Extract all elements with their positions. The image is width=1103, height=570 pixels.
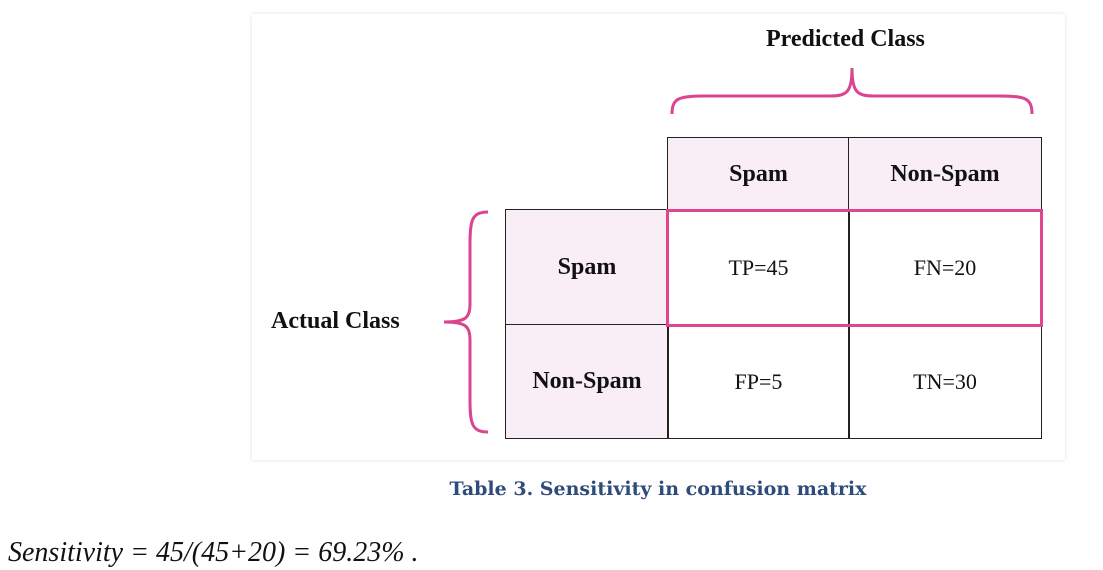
sensitivity-formula: Sensitivity = 45/(45+20) = 69.23% . (8, 537, 419, 568)
actual-class-label: Actual Class (271, 308, 400, 334)
predicted-class-label: Predicted Class (766, 26, 925, 52)
col-header-non-spam: Non-Spam (848, 137, 1042, 211)
cell-fp: FP=5 (667, 324, 850, 439)
positive-row-highlight (666, 209, 1043, 327)
row-header-spam: Spam (505, 209, 669, 326)
top-brace-icon (670, 67, 1034, 115)
col-header-spam: Spam (667, 137, 850, 211)
table-caption: Table 3. Sensitivity in confusion matrix (449, 478, 867, 500)
row-header-non-spam: Non-Spam (505, 324, 669, 439)
cell-tn: TN=30 (848, 324, 1042, 439)
left-brace-icon (443, 210, 489, 434)
cell-fn: FN=20 (848, 209, 1042, 326)
